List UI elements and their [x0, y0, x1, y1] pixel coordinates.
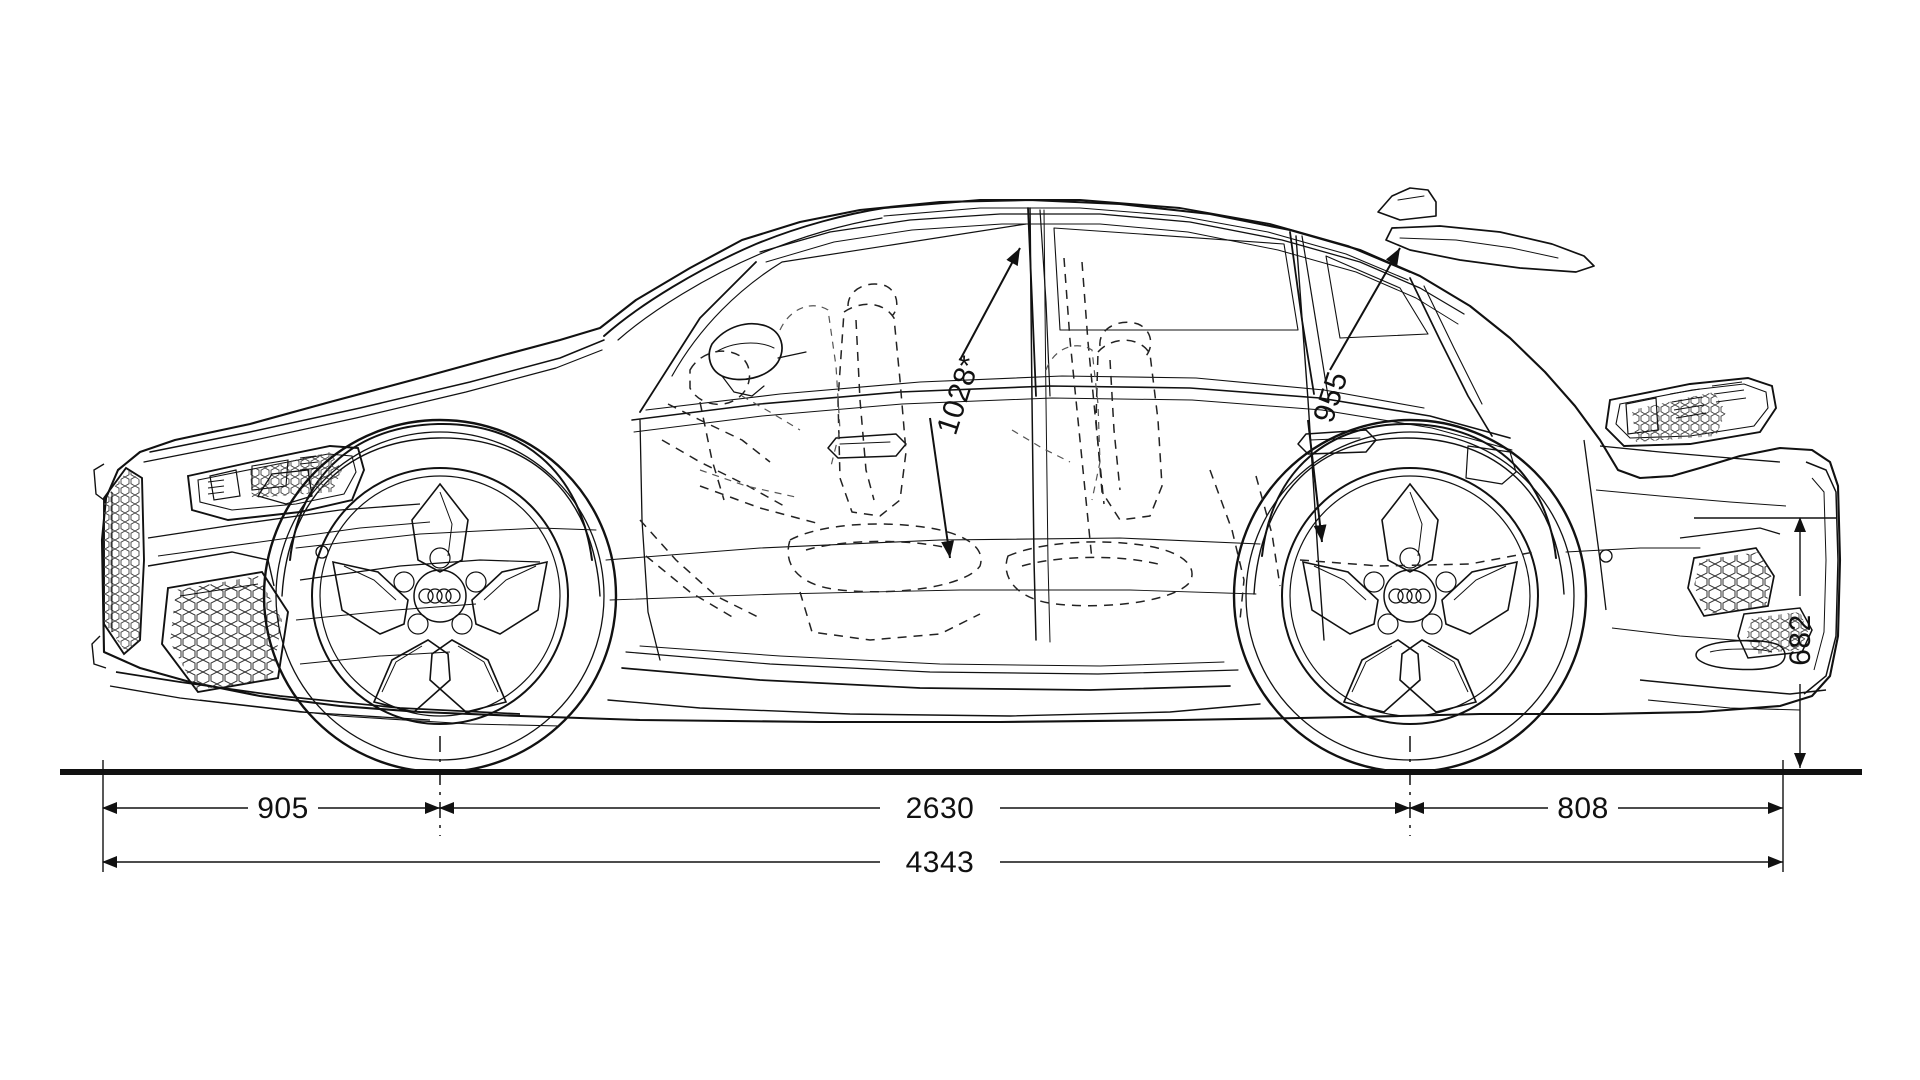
dim-line-front-headroom-upper	[959, 247, 1021, 361]
rear-headroom-dimension	[1307, 247, 1401, 543]
dim-label-overall-length: 4343	[906, 846, 975, 879]
front-headroom-dimension	[929, 247, 1021, 559]
dim-label-front-overhang: 905	[257, 792, 309, 825]
audi-rings-center-cap	[418, 588, 461, 604]
dim-label-rear-headroom: 955	[1307, 367, 1354, 426]
dim-line-rear-headroom-lower	[1307, 419, 1327, 543]
horizontal-dimension-labels: 905 2630 808 4343	[257, 792, 1609, 879]
dim-label-front-headroom: 1028*	[931, 351, 987, 438]
horizontal-dimension-lines	[102, 736, 1784, 872]
front-fascia-detail	[91, 445, 561, 727]
rear-height-dimension	[1694, 517, 1836, 768]
rear-fascia-detail	[1583, 377, 1839, 711]
occupant-reference-outlines	[699, 305, 1101, 501]
dim-label-wheelbase: 2630	[906, 792, 975, 825]
dim-label-rear-height: 682	[1784, 614, 1817, 666]
interior-hidden-lines	[639, 257, 1535, 641]
dim-label-rear-overhang: 808	[1557, 792, 1609, 825]
dim-line-rear-headroom-upper	[1329, 247, 1401, 371]
audi-rings-center-cap	[1388, 588, 1431, 604]
dim-line-front-headroom-lower	[929, 417, 955, 559]
